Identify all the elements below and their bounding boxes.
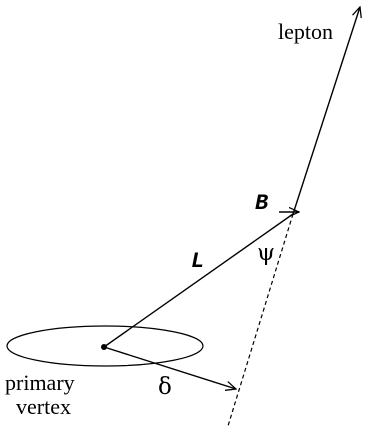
primary-vertex-label-line2: vertex	[16, 394, 71, 419]
lepton-extrapolation-dashed-line	[227, 213, 294, 426]
delta-label: δ	[158, 374, 172, 400]
primary-vertex-ellipse	[6, 325, 204, 367]
psi-angle-label: ψ	[257, 240, 275, 266]
lepton-track-arrow	[292, 7, 360, 215]
b-label: B	[255, 191, 268, 216]
delta-impact-parameter-arrow	[103, 346, 236, 389]
lepton-label: lepton	[278, 19, 333, 44]
primary-vertex-label-line1: primary	[5, 370, 75, 395]
l-label: L	[191, 249, 204, 274]
l-flight-line	[103, 213, 294, 348]
